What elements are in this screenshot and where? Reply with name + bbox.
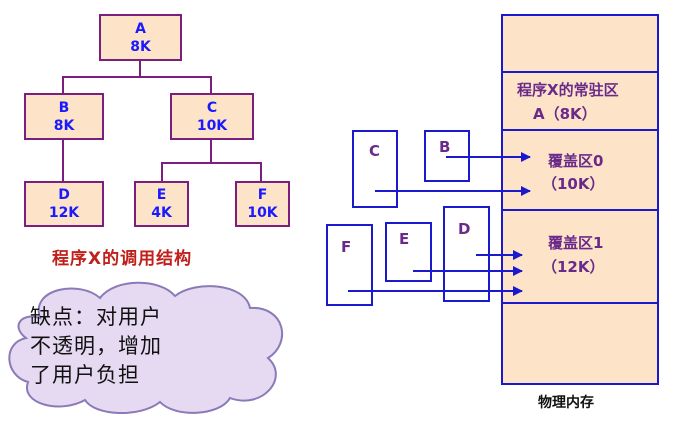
cloud-line: 缺点：对用户 [30,305,162,329]
tree-connector [62,76,64,94]
node-name: D [58,187,70,203]
node-size: 4K [151,205,172,221]
cloud-line: 了用户负担 [30,363,140,387]
overlay-area-1-label: 覆盖区1 [548,234,604,252]
overlay-module-c: C [352,130,398,208]
tree-connector [139,60,141,77]
tree-node-a: A 8K [99,14,182,61]
tree-node-e: E 4K [134,181,189,227]
overlay-area-1-size: （12K） [542,258,605,276]
memory-divider [503,71,657,73]
node-name: F [257,187,268,203]
tree-connector [161,162,163,182]
tree-connector [62,139,64,182]
tree-connector [62,76,212,78]
tree-node-c: C 10K [170,93,254,140]
tree-node-b: B 8K [24,93,104,140]
module-name: C [369,142,381,160]
node-name: B [58,99,70,116]
module-name: D [458,220,471,238]
physical-memory-label: 物理内存 [538,395,594,411]
tree-connector [210,139,212,163]
cloud-note: 缺点：对用户 不透明，增加 了用户负担 [30,303,270,390]
physical-memory [501,14,659,385]
node-name: A [135,20,146,37]
overlay-area-0-size: （10K） [542,175,605,193]
module-name: B [439,138,451,156]
node-size: 10K [247,205,278,221]
node-name: C [206,99,218,116]
cloud-shape [8,281,284,414]
tree-node-d: D 12K [24,181,104,227]
tree-connector [210,76,212,94]
cloud-line: 不透明，增加 [30,334,162,358]
node-name: E [156,187,167,203]
node-size: 10K [196,117,228,134]
module-name: F [341,238,352,256]
overlay-module-e: E [385,222,432,282]
tree-connector [161,162,262,164]
memory-divider [503,129,657,131]
node-size: 8K [53,117,75,134]
node-size: 12K [48,205,80,221]
tree-node-f: F 10K [235,181,290,227]
module-name: E [399,230,410,248]
tree-connector [260,162,262,182]
node-size: 8K [130,38,151,55]
memory-divider [503,302,657,304]
resident-area-label: 程序X的常驻区 [517,81,619,99]
resident-area-size: A（8K） [533,105,597,123]
memory-divider [503,209,657,211]
tree-caption: 程序X的调用结构 [52,249,193,269]
overlay-area-0-label: 覆盖区0 [548,152,604,170]
overlay-module-f: F [326,224,373,306]
